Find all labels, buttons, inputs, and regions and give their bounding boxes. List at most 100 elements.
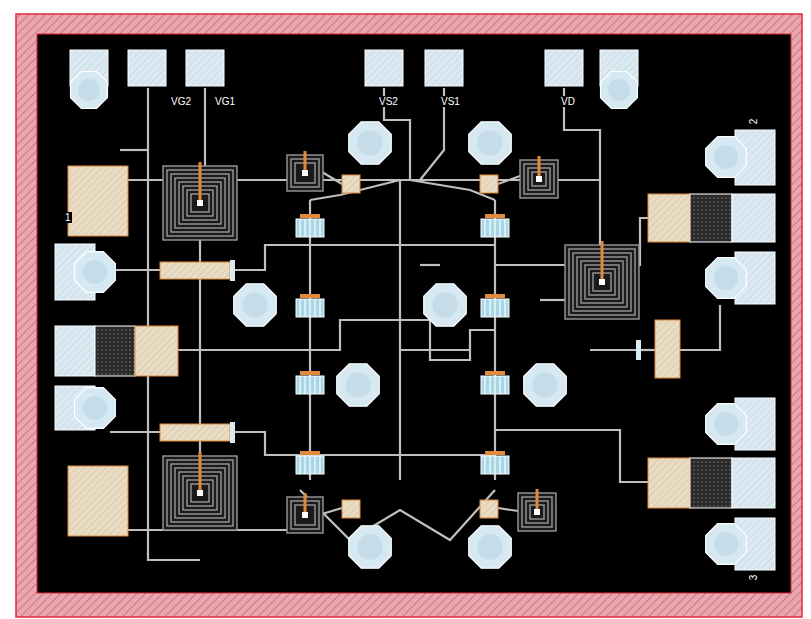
pin-label: VD	[560, 96, 576, 107]
wire	[680, 305, 720, 350]
spiral-inductor	[287, 493, 323, 533]
via-hole	[477, 534, 502, 559]
chip-frame	[16, 14, 802, 617]
via-pad	[706, 524, 747, 565]
spiral-inductor	[163, 162, 237, 240]
wire	[310, 454, 495, 456]
via-hole	[714, 532, 738, 556]
via-hole	[714, 412, 738, 436]
pin-label: 3	[748, 574, 759, 582]
wire	[110, 269, 160, 271]
via-hole	[357, 534, 382, 559]
transistor	[481, 371, 509, 394]
spiral-inductor	[163, 452, 237, 530]
pin-label: VG2	[170, 96, 192, 107]
via-pad	[469, 122, 511, 164]
small-capacitor	[342, 500, 360, 518]
pin-label: 1	[64, 212, 72, 223]
mim-capacitor	[68, 166, 128, 236]
wire	[420, 264, 440, 266]
via-pad	[524, 364, 566, 406]
pin-label: VG1	[214, 96, 236, 107]
bond-pad	[128, 50, 166, 86]
wire	[590, 349, 640, 351]
transistor	[296, 214, 324, 237]
wire	[640, 349, 655, 351]
wire	[494, 200, 496, 480]
small-capacitor	[342, 175, 360, 193]
via-pad	[75, 252, 116, 293]
via-pad	[601, 72, 638, 109]
via-pad	[75, 388, 116, 429]
wire	[204, 88, 206, 166]
via-pad	[337, 364, 379, 406]
wire	[540, 299, 565, 301]
thin-film-resistor	[655, 320, 680, 378]
wire	[498, 176, 520, 184]
via-hole	[78, 79, 100, 101]
via-hole	[345, 372, 370, 397]
spiral-inductor	[518, 489, 556, 531]
via-pad	[71, 72, 108, 109]
wire	[400, 349, 470, 351]
via-hole	[714, 145, 738, 169]
wire	[110, 431, 160, 433]
bond-pad	[425, 50, 463, 86]
via-hole	[608, 79, 630, 101]
via-pad	[349, 526, 391, 568]
chip-ground	[37, 34, 791, 593]
spiral-inductor	[565, 241, 639, 319]
thin-film-resistor	[160, 424, 230, 441]
wire	[310, 244, 400, 246]
via-pad	[424, 284, 466, 326]
bond-pad	[545, 50, 583, 86]
transistor	[296, 294, 324, 317]
via-hole	[432, 292, 457, 317]
bond-pad	[55, 326, 95, 376]
wire	[120, 149, 148, 151]
wire	[400, 244, 495, 246]
transistor	[296, 451, 324, 474]
via-hole	[477, 130, 502, 155]
wire	[495, 430, 648, 482]
transistor	[481, 214, 509, 237]
mim-capacitor	[68, 466, 128, 536]
wire	[322, 172, 342, 184]
mim-capacitor	[135, 326, 178, 376]
via-pad	[234, 284, 276, 326]
via-hole	[83, 396, 107, 420]
wire	[230, 432, 310, 455]
transistor	[481, 451, 509, 474]
via-pad	[349, 122, 391, 164]
spiral-inductor	[520, 156, 558, 198]
spiral-inductor	[287, 151, 323, 191]
via-region	[95, 326, 135, 376]
via-hole	[714, 266, 738, 290]
via-hole	[83, 260, 107, 284]
bond-pad	[732, 194, 775, 242]
mim-capacitor	[648, 458, 690, 508]
wire	[230, 245, 310, 270]
via-hole	[357, 130, 382, 155]
wire	[300, 490, 495, 540]
pin-label: VS1	[440, 96, 461, 107]
wire	[564, 88, 600, 245]
small-capacitor	[480, 175, 498, 193]
via-region	[690, 458, 732, 508]
wire	[498, 508, 518, 511]
wires	[110, 88, 720, 560]
transistor	[481, 294, 509, 317]
wire	[309, 200, 311, 480]
pin-label: 2	[748, 118, 759, 126]
small-capacitor	[480, 500, 498, 518]
thin-film-resistor	[160, 262, 230, 279]
via-hole	[242, 292, 267, 317]
via-region	[690, 194, 732, 242]
mim-capacitor	[648, 194, 690, 242]
via-hole	[532, 372, 557, 397]
via-pad	[706, 137, 747, 178]
via-pad	[469, 526, 511, 568]
